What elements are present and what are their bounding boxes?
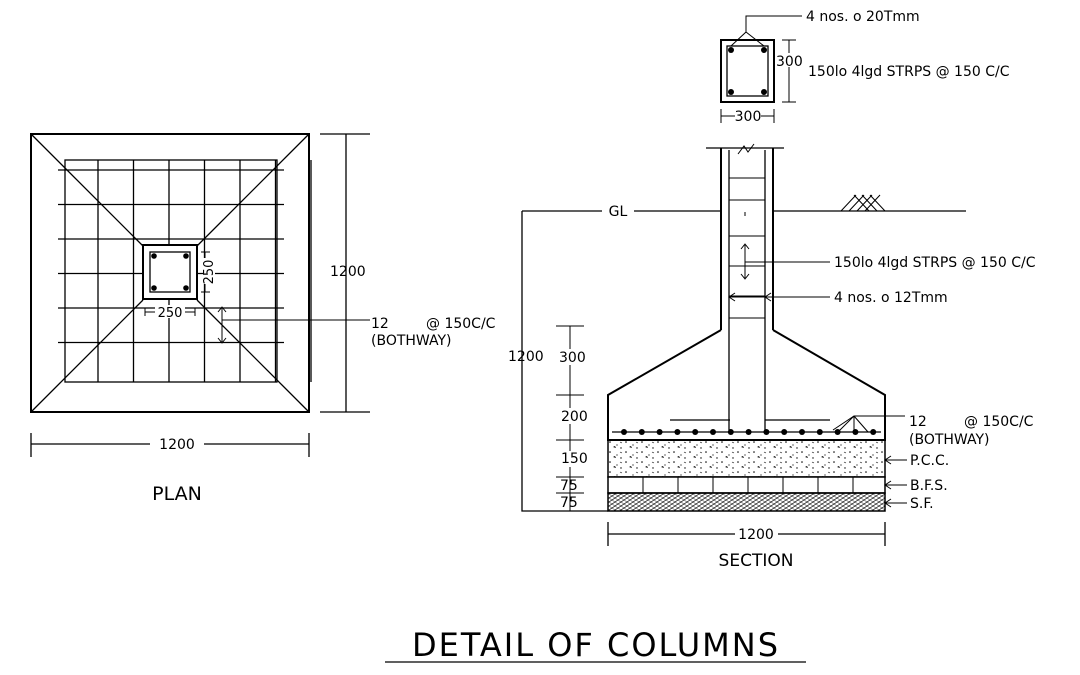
plan-diagonal bbox=[196, 299, 310, 413]
plan-width-dim: 1200 bbox=[159, 437, 195, 453]
depth-150: 150 bbox=[561, 451, 588, 467]
plan-diagonal bbox=[30, 133, 144, 247]
column-section-stirrup bbox=[726, 45, 769, 97]
plan-column-bar bbox=[151, 253, 157, 259]
plan-column-outer bbox=[142, 244, 198, 300]
pcc-label: P.C.C. bbox=[910, 453, 949, 469]
plan-height-dim: 1200 bbox=[330, 264, 366, 280]
plan-rebar-dia: 12 bbox=[371, 316, 389, 332]
section-stirrups: 150lo 4lgd STRPS @ 150 C/C bbox=[834, 255, 1036, 271]
depth-75b: 75 bbox=[560, 495, 578, 511]
section-stirrups bbox=[729, 177, 765, 319]
section-rebar-leader bbox=[853, 415, 869, 433]
plan-diagonal bbox=[30, 299, 144, 413]
plan-column-bar bbox=[183, 285, 189, 291]
plan-column-bar bbox=[151, 285, 157, 291]
ground-hatch-line bbox=[853, 194, 870, 212]
ground-hatch-line bbox=[856, 194, 873, 212]
depth-300: 300 bbox=[559, 350, 586, 366]
plan-column-w-dim: 250 bbox=[158, 306, 183, 321]
plan-dim-mask bbox=[155, 305, 185, 318]
section-break-symbol bbox=[737, 143, 755, 155]
column-section-bar bbox=[761, 89, 767, 95]
bfs-bricks bbox=[642, 477, 854, 493]
gl-label: GL bbox=[609, 204, 628, 220]
bfs-label: B.F.S. bbox=[910, 478, 948, 494]
column-section-leader bbox=[745, 31, 765, 47]
plan-outer-outline bbox=[30, 133, 310, 413]
column-dim-mask bbox=[777, 53, 805, 67]
column-main-bars: 4 nos. o 20Tmm bbox=[806, 9, 920, 25]
layer-dim-mask bbox=[559, 451, 589, 467]
plan-arrow bbox=[217, 337, 227, 344]
ground-hatch-line bbox=[848, 194, 865, 212]
plan-rebar-bothway: (BOTHWAY) bbox=[371, 333, 452, 349]
ground-hatch-line bbox=[861, 194, 878, 212]
plan-column-bar bbox=[183, 253, 189, 259]
bfs-layer bbox=[607, 476, 886, 494]
sf-layer bbox=[607, 492, 886, 512]
sf-label: S.F. bbox=[910, 496, 934, 512]
footing-section: GL 150lo 4lgd STRPS @ 150 C/C 4 nos. o 1… bbox=[508, 143, 1036, 571]
section-arrow bbox=[728, 292, 736, 302]
section-rebar-spacing: @ 150C/C bbox=[964, 414, 1034, 430]
column-section-bar bbox=[728, 89, 734, 95]
section-bars: 4 nos. o 12Tmm bbox=[834, 290, 948, 306]
column-cross-section: 4 nos. o 20Tmm 300 150lo 4lgd STRPS @ 15… bbox=[720, 9, 1010, 125]
section-width-dim: 1200 bbox=[738, 527, 774, 543]
ground-hatch-line bbox=[864, 194, 881, 212]
section-arrow bbox=[884, 498, 892, 508]
column-section-bar bbox=[761, 47, 767, 53]
pcc-layer bbox=[607, 439, 886, 478]
section-arrow bbox=[884, 480, 892, 490]
drawing-title: DETAIL OF COLUMNS bbox=[412, 626, 780, 664]
section-arrow bbox=[884, 455, 892, 465]
plan-column-h-dim: 250 bbox=[202, 260, 217, 285]
plan-arrow bbox=[217, 306, 227, 313]
plan-diagonal bbox=[196, 133, 310, 247]
plan-column-inner bbox=[149, 251, 191, 293]
plan-dim-mask bbox=[203, 258, 215, 284]
plan-inner-outline bbox=[64, 159, 278, 383]
layer-dim-mask bbox=[559, 349, 589, 365]
plan-rebar-spacing: @ 150C/C bbox=[426, 316, 496, 332]
total-depth-dim: 1200 bbox=[508, 349, 544, 365]
column-width-dim: 300 bbox=[735, 109, 762, 125]
section-caption: SECTION bbox=[719, 551, 794, 571]
section-rebar-bothway: (BOTHWAY) bbox=[909, 432, 990, 448]
column-section-bar bbox=[728, 47, 734, 53]
layer-dim-mask bbox=[559, 408, 589, 424]
ground-hatch-line bbox=[869, 194, 886, 212]
column-dim-mask bbox=[735, 109, 761, 122]
depth-75a: 75 bbox=[560, 478, 578, 494]
section-arrow bbox=[740, 273, 750, 280]
section-rebar-dia: 12 bbox=[909, 414, 927, 430]
plan-view: 250 250 12 @ 150C/C (BOTHWAY) 1200 1200 … bbox=[30, 133, 496, 505]
plan-caption: PLAN bbox=[152, 483, 202, 505]
column-section-outer bbox=[720, 39, 775, 103]
ground-hatch bbox=[840, 194, 886, 212]
section-arrow bbox=[764, 292, 772, 302]
section-arrow bbox=[740, 243, 750, 250]
column-section-leader bbox=[730, 15, 802, 47]
ground-hatch-line bbox=[840, 194, 857, 212]
depth-200: 200 bbox=[561, 409, 588, 425]
section-rebar-leader bbox=[837, 415, 855, 433]
column-height-dim: 300 bbox=[776, 54, 803, 70]
column-stirrups: 150lo 4lgd STRPS @ 150 C/C bbox=[808, 64, 1010, 80]
